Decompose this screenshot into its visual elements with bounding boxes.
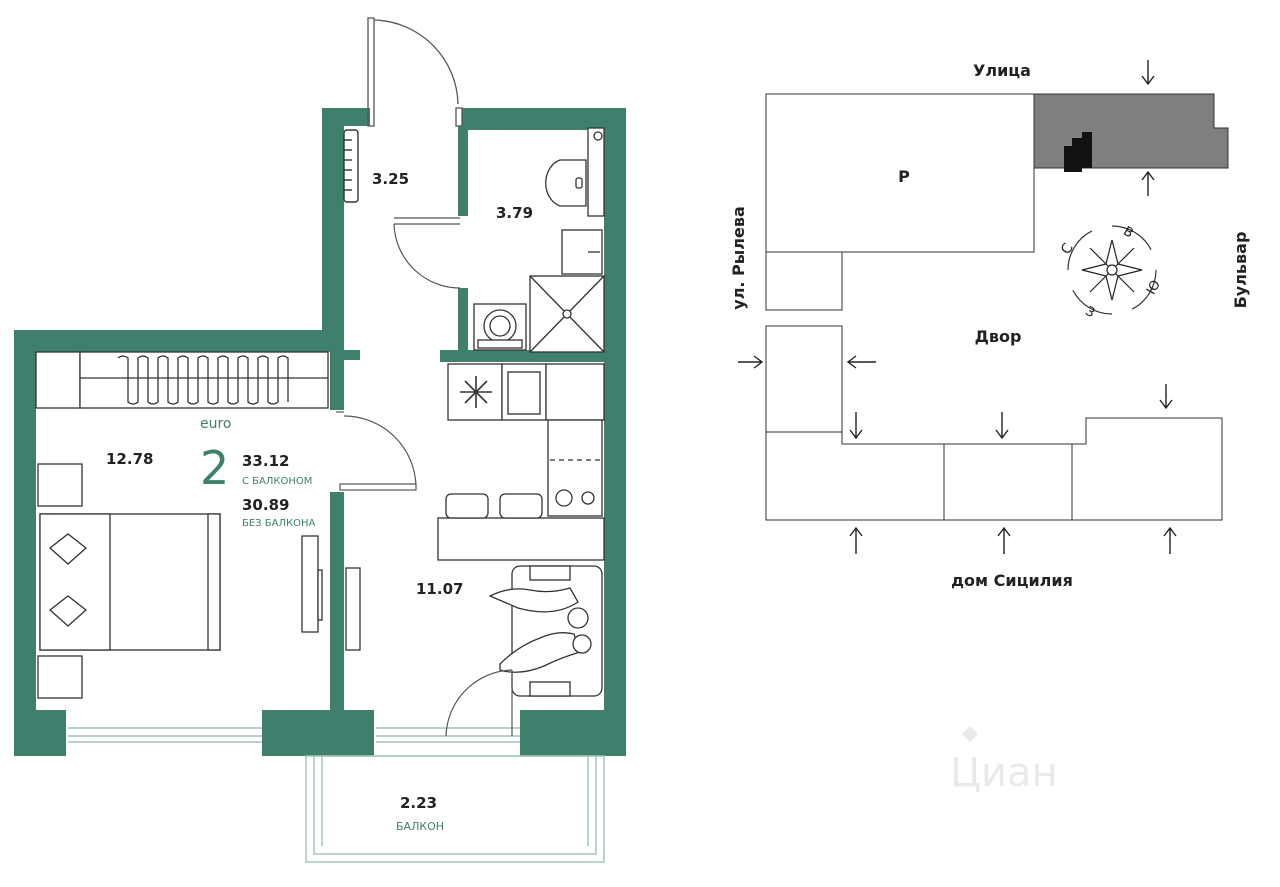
inner-walls [330, 108, 606, 710]
bedroom-furniture [37, 463, 361, 699]
bathroom-door [393, 217, 461, 289]
without-balcony-label: БЕЗ БАЛКОНА [242, 518, 315, 529]
bedroom-door [336, 411, 417, 491]
street-left-label: ул. Рылева [729, 206, 748, 309]
entrance-arrows [738, 60, 1177, 554]
balcony-outline [305, 755, 605, 863]
compass-north: С [1058, 241, 1077, 258]
street-right-label: Бульвар [1231, 232, 1250, 309]
room-area-kitchen-living: 11.07 [416, 580, 463, 598]
watermark: Циан [950, 726, 1058, 796]
with-balcony-label: С БАЛКОНОМ [242, 476, 312, 487]
compass-rose-icon: С В Ю З [1058, 224, 1164, 321]
room-area-balcony: 2.23 [400, 794, 437, 812]
rooms-count: 2 [200, 441, 229, 495]
street-top-label: Улица [973, 61, 1031, 80]
site-buildings [765, 93, 1223, 521]
area-without-balcony: 30.89 [242, 496, 289, 514]
courtyard-label: Двор [975, 327, 1022, 346]
freezer-icon [460, 376, 492, 408]
room-area-hall: 3.25 [372, 170, 409, 188]
sofa [488, 565, 603, 697]
balcony-label: БАЛКОН [396, 820, 444, 833]
bathroom-fixtures [473, 127, 605, 353]
building-letter-label: Р [898, 167, 910, 186]
room-area-bedroom: 12.78 [106, 450, 153, 468]
highlighted-building [1033, 93, 1229, 169]
compass-south: Ю [1144, 278, 1164, 298]
site-plan: С В Ю З Улица Р ул. Рылева Бульвар Двор … [729, 60, 1250, 590]
entrance-door [367, 17, 463, 127]
kitchen-units [437, 363, 605, 561]
area-with-balcony: 33.12 [242, 452, 289, 470]
hall-radiator [343, 129, 359, 203]
balcony-door [445, 669, 513, 737]
windows [68, 727, 520, 743]
bedroom-storage [35, 351, 329, 409]
apartment-plan: 3.25 3.79 12.78 11.07 2.23 БАЛКОН euro 2… [14, 17, 626, 863]
watermark-text: Циан [950, 750, 1058, 796]
apartment-type-label: euro [200, 416, 232, 432]
apartment-location-marker [1064, 132, 1092, 172]
compass-east: В [1121, 224, 1136, 241]
outer-walls [14, 108, 626, 756]
building-bottom-label: дом Сицилия [951, 571, 1073, 590]
compass-west: З [1083, 304, 1098, 321]
room-area-bathroom: 3.79 [496, 204, 533, 222]
